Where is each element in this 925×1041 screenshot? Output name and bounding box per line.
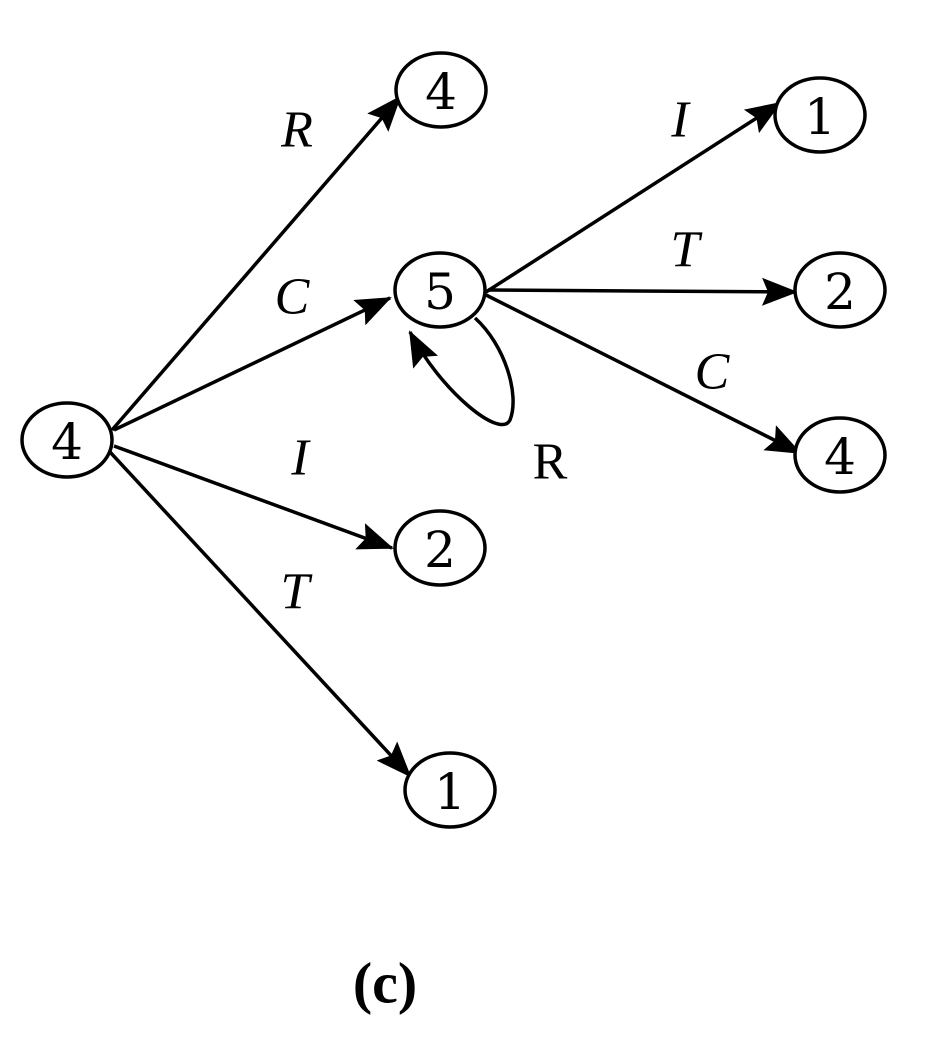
edge-root-to-bottom — [108, 450, 412, 778]
node-top: 4 — [394, 51, 488, 129]
edge-label-mid-to-r3: C — [695, 344, 731, 401]
self-loop-edge — [408, 316, 515, 427]
node-label-bottom: 1 — [434, 763, 466, 821]
node-circle-low — [393, 509, 487, 587]
self-loop-label: R — [533, 434, 568, 491]
node-label-r3: 4 — [824, 428, 856, 486]
node-r1: 1 — [773, 76, 867, 154]
node-r3: 4 — [793, 416, 887, 494]
node-circle-root — [20, 401, 114, 479]
node-label-r1: 1 — [804, 88, 836, 146]
edge-label-root-to-mid: C — [275, 269, 311, 326]
edge-label-mid-to-r2: T — [671, 222, 703, 279]
edge-mid-to-r3 — [485, 293, 802, 455]
edge-root-to-mid — [113, 296, 392, 432]
edge-mid-to-r2 — [487, 277, 798, 306]
edge-labels-layer: R C I T I T C — [275, 92, 731, 621]
node-label-low: 2 — [424, 521, 456, 579]
node-circle-top — [394, 51, 488, 129]
edge-label-root-to-bottom: T — [281, 564, 313, 621]
node-circle-r3 — [793, 416, 887, 494]
node-circle-mid — [393, 251, 487, 329]
node-circle-r1 — [773, 76, 867, 154]
edge-root-to-top — [110, 95, 402, 432]
edge-root-to-low — [113, 444, 394, 550]
node-label-r2: 2 — [824, 263, 856, 321]
self-loop: R — [408, 316, 568, 491]
node-root: 4 — [20, 401, 114, 479]
edge-label-root-to-low: I — [290, 430, 311, 487]
node-label-root: 4 — [51, 413, 83, 471]
node-label-mid: 5 — [424, 263, 456, 321]
node-circle-r2 — [793, 251, 887, 329]
edge-mid-to-r1 — [485, 101, 782, 294]
node-mid: 5 — [393, 251, 487, 329]
edges-layer — [108, 95, 802, 778]
node-bottom: 1 — [403, 751, 497, 829]
node-label-top: 4 — [425, 63, 457, 121]
node-r2: 2 — [793, 251, 887, 329]
edge-label-root-to-top: R — [280, 102, 313, 159]
node-circle-bottom — [403, 751, 497, 829]
edge-label-mid-to-r1: I — [670, 92, 691, 149]
nodes-layer: 4 4 5 2 1 1 2 4 — [20, 51, 887, 829]
figure-caption: (c) — [353, 951, 417, 1016]
node-low: 2 — [393, 509, 487, 587]
